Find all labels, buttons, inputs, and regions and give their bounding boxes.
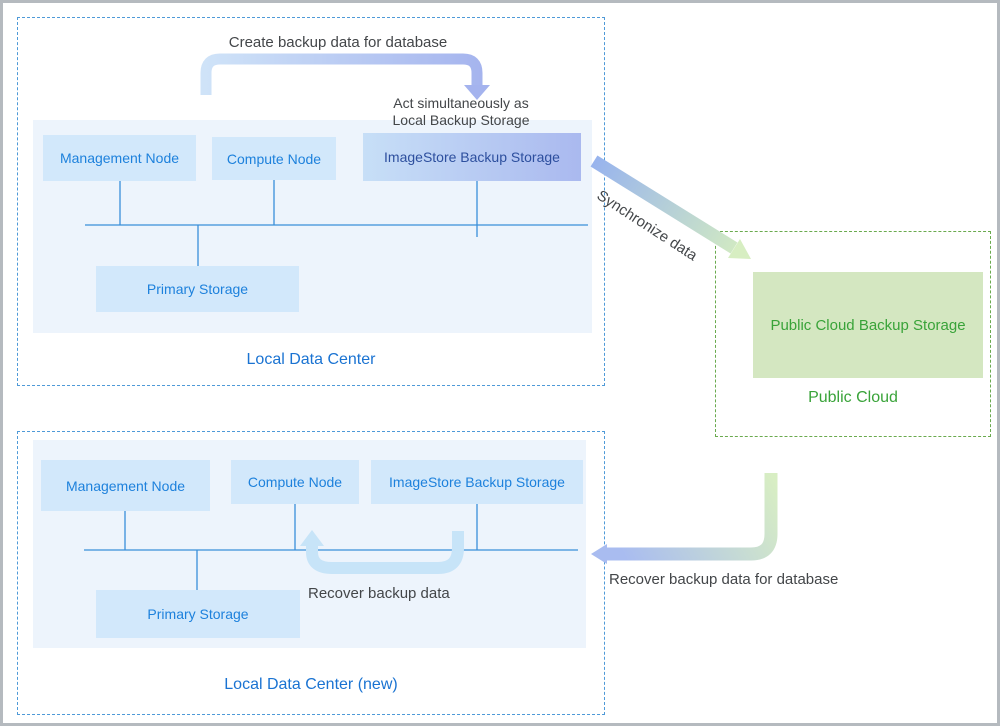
bottom-datacenter-box	[17, 431, 605, 715]
synchronize-arrow	[590, 155, 751, 259]
compute-node-top: Compute Node	[212, 137, 336, 180]
create-backup-arrow	[200, 53, 490, 100]
diagram-connectors	[84, 53, 778, 590]
bottom-datacenter-label: Local Data Center (new)	[224, 676, 398, 693]
public-cloud-box	[715, 231, 991, 437]
imagestore-node-top: ImageStore Backup Storage	[363, 133, 581, 181]
imagestore-node-top-label: ImageStore Backup Storage	[384, 149, 560, 165]
recover-from-cloud-caption: Recover backup data for database	[609, 571, 839, 588]
top-datacenter-box	[17, 17, 605, 386]
recover-local-arrow	[300, 530, 464, 574]
primary-storage-bottom: Primary Storage	[96, 590, 300, 638]
create-backup-caption: Create backup data for database	[228, 34, 448, 51]
bottom-network-bus	[84, 504, 578, 590]
top-network-bus	[85, 180, 588, 266]
act-caption-line1: Act simultaneously as	[393, 95, 529, 111]
management-node-top: Management Node	[43, 135, 196, 181]
primary-storage-bottom-label: Primary Storage	[147, 606, 249, 622]
act-caption-line2: Local Backup Storage	[392, 112, 530, 128]
recover-local-caption: Recover backup data	[308, 585, 450, 602]
compute-node-top-label: Compute Node	[226, 150, 322, 167]
public-cloud-backup-storage-label: Public Cloud Backup Storage	[770, 316, 966, 334]
management-node-bottom-label: Management Node	[65, 477, 186, 494]
public-cloud-backup-storage: Public Cloud Backup Storage	[753, 272, 983, 378]
act-simultaneously-caption: Act simultaneously as Local Backup Stora…	[386, 95, 536, 129]
imagestore-node-bottom: ImageStore Backup Storage	[371, 460, 583, 504]
management-node-top-label: Management Node	[59, 150, 180, 166]
top-datacenter-label: Local Data Center	[246, 351, 376, 368]
compute-node-bottom: Compute Node	[231, 460, 359, 504]
primary-storage-top: Primary Storage	[96, 266, 299, 312]
management-node-bottom: Management Node	[41, 460, 210, 511]
primary-storage-top-label: Primary Storage	[146, 281, 249, 297]
recover-from-cloud-arrow	[591, 473, 778, 564]
compute-node-bottom-label: Compute Node	[247, 474, 343, 490]
imagestore-node-bottom-label: ImageStore Backup Storage	[389, 474, 565, 490]
public-cloud-label: Public Cloud	[808, 389, 898, 406]
